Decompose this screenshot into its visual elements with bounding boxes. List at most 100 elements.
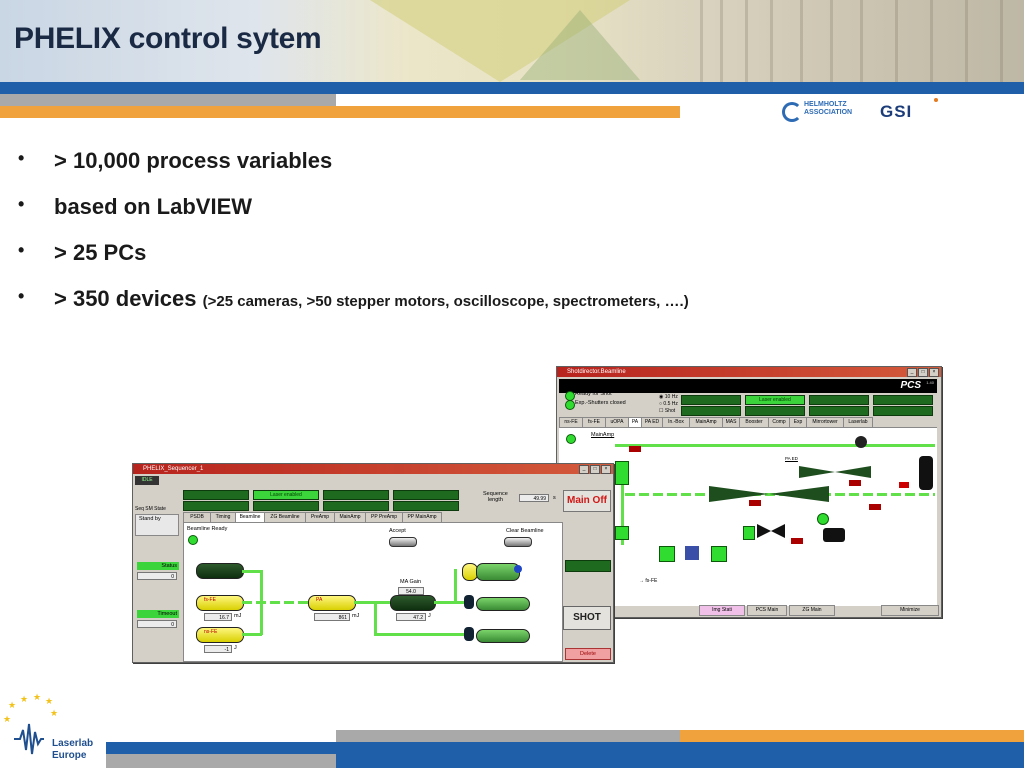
device <box>711 546 727 562</box>
bullet-dot: • <box>18 148 25 168</box>
device <box>823 528 845 542</box>
bullet-dot: • <box>18 194 25 214</box>
close-button[interactable]: × <box>601 465 611 474</box>
status-indicator <box>565 560 611 572</box>
beam-path-dashed <box>242 601 362 604</box>
freq-option[interactable]: ◉ 10 Hz <box>659 394 678 400</box>
ready-label: Ready for Shot <box>575 391 612 397</box>
pa-label: PA <box>316 597 323 603</box>
device <box>659 546 675 562</box>
header-decoration <box>520 10 640 80</box>
timeout-label: Timeout <box>137 610 179 618</box>
module <box>476 563 520 581</box>
beam-path <box>434 601 464 604</box>
shutter-led <box>565 400 575 410</box>
sequence-length-field[interactable]: 49.99 <box>519 494 549 502</box>
delete-button[interactable]: Delete <box>565 648 611 660</box>
ns-fe-unit: J <box>234 645 237 651</box>
shot-button[interactable]: SHOT <box>563 606 611 630</box>
beamline-diagram: MainAmp PA ED → fs-FE <box>559 427 937 606</box>
window-controls: _□× <box>907 368 939 377</box>
header-blue-bar <box>0 82 1024 94</box>
status-led <box>566 434 576 444</box>
mainamp-label: MainAmp <box>591 432 615 438</box>
beam-cone <box>709 486 769 502</box>
fs-fe-text: fs-FE <box>645 578 658 584</box>
sequence-length-label: Sequence length <box>483 491 508 503</box>
beam-cone <box>769 486 829 502</box>
status-label: Status <box>137 562 179 570</box>
close-button[interactable]: × <box>929 368 939 377</box>
beam-path <box>260 603 263 635</box>
beam-cone <box>799 466 835 478</box>
freq-option-label: 10 Hz <box>664 394 678 400</box>
footer-gray-bar <box>106 754 336 768</box>
ns-fe-label: ns-FE <box>204 629 218 635</box>
beam-path <box>454 569 457 603</box>
device <box>464 595 474 609</box>
star-icon: ★ <box>8 700 17 710</box>
value-label <box>849 480 861 486</box>
pcs-version: 1.40 <box>926 380 934 385</box>
header-gray-bar <box>0 94 336 106</box>
status-indicator <box>183 501 249 511</box>
pcs-logo: PCS <box>900 380 921 391</box>
gsi-logo: GSI <box>880 98 939 121</box>
page-title: PHELIX control sytem <box>14 22 322 55</box>
status-indicator <box>809 406 869 416</box>
freq-option-label: 0.5 Hz <box>663 401 678 407</box>
beam-cone <box>757 524 771 538</box>
freq-option[interactable]: ☐ Shot <box>659 408 676 414</box>
shotdirector-window: Shotdirector.Beamline _□× PCS 1.40 Ready… <box>556 366 942 618</box>
helmholtz-logo-text: HELMHOLTZ ASSOCIATION <box>804 101 853 116</box>
star-icon: ★ <box>33 692 42 702</box>
window-titlebar[interactable]: PHELIX_Sequencer_1 <box>133 464 613 474</box>
device <box>919 456 933 490</box>
ns-fe-energy: -1 <box>204 645 232 653</box>
module <box>476 597 530 611</box>
beam-path <box>374 601 377 635</box>
minimize-button[interactable]: _ <box>907 368 917 377</box>
maximize-button[interactable]: □ <box>590 465 600 474</box>
accept-label: Accept <box>389 528 406 534</box>
pcs-banner: PCS 1.40 <box>559 379 937 393</box>
minimize-button[interactable]: Minimize <box>881 605 939 616</box>
sequencer-window: PHELIX_Sequencer_1 _□× IDLE Laser enable… <box>132 463 614 663</box>
ma-gain-label: MA Gain <box>400 579 422 585</box>
fs-fe-label: fs-FE <box>204 597 216 603</box>
accept-button[interactable] <box>389 537 417 547</box>
clear-beamline-button[interactable] <box>504 537 532 547</box>
bullet-text: > 25 PCs <box>54 240 147 265</box>
device <box>514 565 522 573</box>
header-decoration <box>370 0 630 82</box>
ma-energy: 47.2 <box>396 613 426 621</box>
status-indicator <box>873 406 933 416</box>
footer-blue-bar <box>336 754 1024 768</box>
idle-indicator: IDLE <box>135 476 159 485</box>
laserlab-line1: Laserlab <box>52 738 94 749</box>
status-indicator <box>681 395 741 405</box>
img-stati-button[interactable]: Img Stati <box>699 605 745 616</box>
beam-path <box>354 601 390 604</box>
main-off-button[interactable]: Main Off <box>563 490 611 512</box>
status-indicator <box>809 395 869 405</box>
waveform-icon <box>14 723 44 755</box>
laser-enabled-indicator: Laser enabled <box>745 395 805 405</box>
footer-blue-bar <box>106 742 1024 754</box>
maximize-button[interactable]: □ <box>918 368 928 377</box>
value-label <box>749 500 761 506</box>
freq-option[interactable]: ○ 0.5 Hz <box>659 401 678 407</box>
minimize-button[interactable]: _ <box>579 465 589 474</box>
beam-element <box>615 526 629 540</box>
footer-orange-bar <box>680 730 1024 742</box>
timeout-field: 0 <box>137 620 177 628</box>
pcs-main-button[interactable]: PCS Main <box>747 605 787 616</box>
beam-path <box>242 633 262 636</box>
window-title: PHELIX_Sequencer_1 <box>143 466 204 472</box>
device <box>817 513 829 525</box>
seq-state-label: Seq SM State <box>135 506 166 512</box>
zg-main-button[interactable]: ZG Main <box>789 605 835 616</box>
pa-unit: mJ <box>352 613 360 619</box>
star-icon: ★ <box>50 708 59 718</box>
window-titlebar[interactable]: Shotdirector.Beamline <box>557 367 941 377</box>
